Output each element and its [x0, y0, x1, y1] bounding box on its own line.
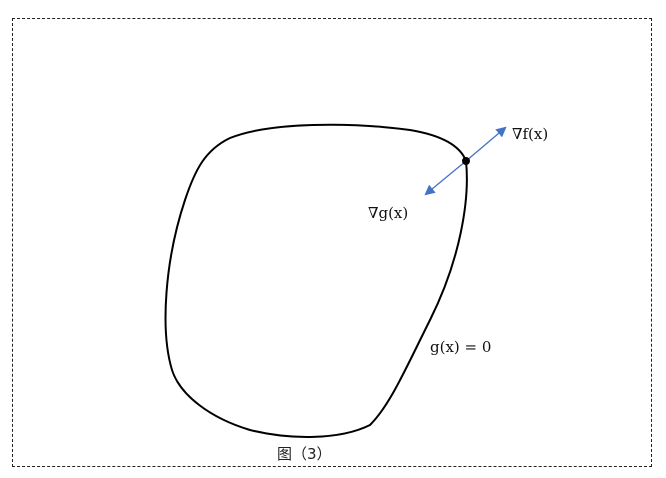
figure-caption: 图（3）	[277, 445, 332, 463]
dashed-frame	[12, 18, 652, 467]
constraint-label: g(x) = 0	[430, 338, 491, 356]
constraint-curve	[164, 123, 468, 438]
grad-f-arrow	[465, 126, 507, 162]
grad-g-arrow	[424, 160, 467, 196]
grad-g-label: ∇g(x)	[368, 204, 408, 222]
tangent-point	[462, 157, 470, 165]
grad-f-label: ∇f(x)	[512, 125, 548, 143]
